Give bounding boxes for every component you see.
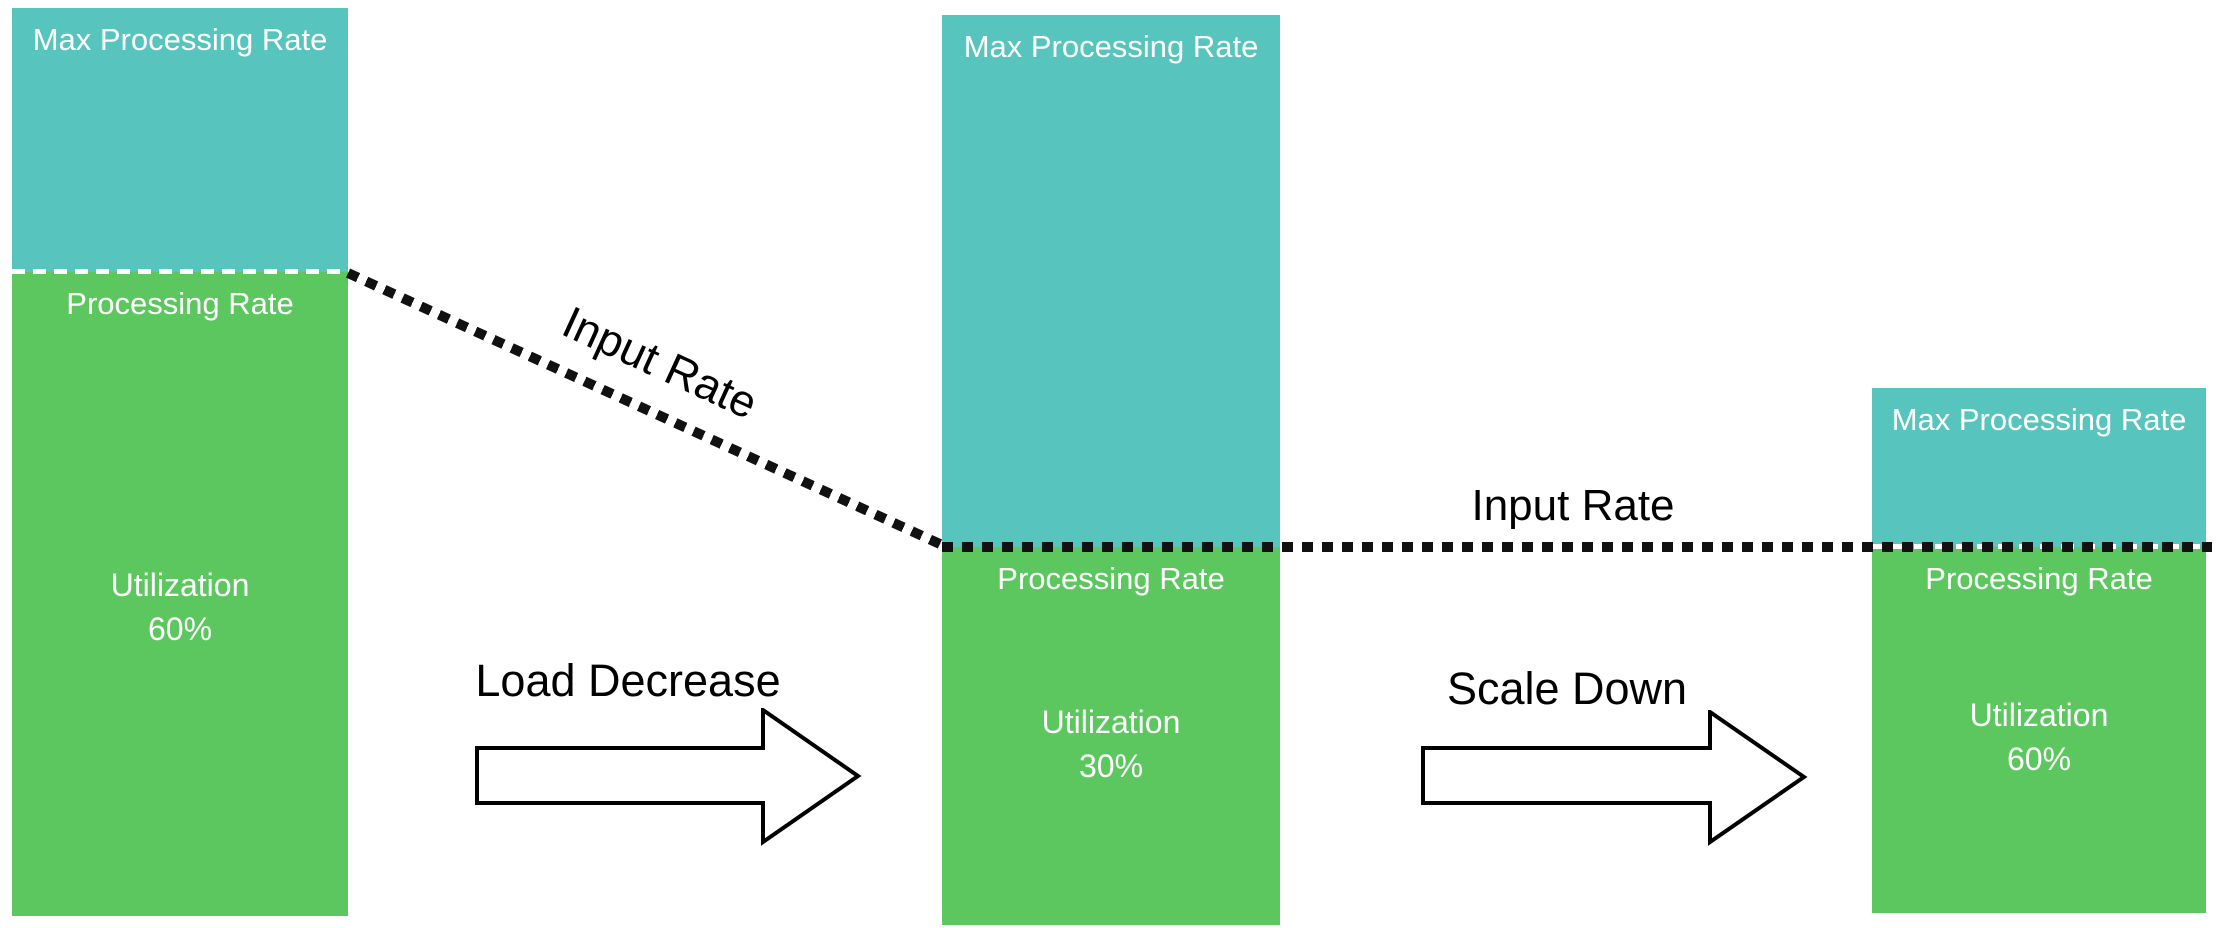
max-processing-rate-segment: Max Processing Rate — [12, 8, 348, 272]
utilization-label: Utilization 60% — [1872, 693, 2206, 781]
stage-bar-after-load-decrease: Max Processing Rate Processing Rate Util… — [942, 15, 1280, 925]
stage-bar-after-scale-down: Max Processing Rate Processing Rate Util… — [1872, 388, 2206, 913]
scale-down-label: Scale Down — [1446, 663, 1688, 714]
utilization-word: Utilization — [110, 566, 250, 603]
max-processing-rate-segment: Max Processing Rate — [942, 15, 1280, 547]
input-rate-label-horizontal: Input Rate — [1471, 481, 1675, 530]
utilization-value: 30% — [1078, 747, 1144, 784]
utilization-value: 60% — [147, 610, 213, 647]
load-decrease-arrow — [475, 708, 862, 846]
max-processing-rate-label: Max Processing Rate — [963, 29, 1259, 64]
load-decrease-label: Load Decrease — [475, 655, 781, 706]
processing-rate-segment: Processing Rate Utilization 30% — [942, 547, 1280, 925]
right-arrow-icon — [475, 708, 862, 846]
right-arrow-icon — [1421, 710, 1808, 846]
processing-rate-segment: Processing Rate Utilization 60% — [1872, 547, 2206, 913]
processing-rate-label: Processing Rate — [66, 286, 294, 321]
utilization-value: 60% — [2006, 741, 2072, 778]
processing-rate-divider-dashed — [12, 269, 348, 274]
stage-bar-initial: Max Processing Rate Processing Rate Util… — [12, 8, 348, 916]
utilization-word: Utilization — [1969, 697, 2109, 734]
scale-down-arrow — [1421, 710, 1808, 846]
processing-rate-label: Processing Rate — [997, 561, 1225, 596]
processing-rate-label: Processing Rate — [1925, 561, 2153, 596]
processing-rate-segment: Processing Rate Utilization 60% — [12, 272, 348, 916]
max-processing-rate-segment: Max Processing Rate — [1872, 388, 2206, 547]
input-rate-line-diagonal — [345, 268, 945, 550]
utilization-word: Utilization — [1041, 703, 1181, 740]
utilization-label: Utilization 60% — [12, 563, 348, 651]
max-processing-rate-label: Max Processing Rate — [32, 22, 328, 57]
input-rate-line-horizontal — [942, 542, 2212, 552]
max-processing-rate-label: Max Processing Rate — [1891, 402, 2187, 437]
utilization-label: Utilization 30% — [942, 699, 1280, 787]
